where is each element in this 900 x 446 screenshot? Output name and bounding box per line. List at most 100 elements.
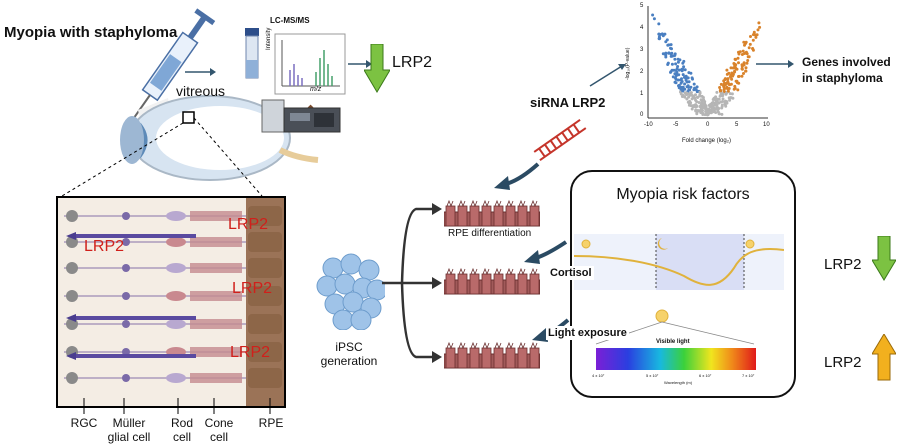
volcano-point: [749, 35, 752, 38]
volcano-ytick: 1: [640, 91, 644, 97]
volcano-plot: [647, 6, 768, 119]
rpe-cell: [481, 205, 492, 227]
volcano-point: [723, 77, 727, 81]
volcano-point: [687, 71, 691, 75]
volcano-point: [691, 77, 694, 81]
volcano-point: [730, 77, 734, 81]
volcano-point: [740, 74, 744, 78]
volcano-point: [744, 66, 748, 70]
volcano-point: [670, 68, 674, 72]
volcano-point: [684, 74, 688, 78]
volcano-point: [728, 92, 732, 96]
volcano-point: [711, 98, 715, 101]
retina-cell-row: [64, 368, 282, 388]
cell-label-rod: Rod cell: [170, 416, 193, 444]
rpe-cell: [469, 273, 480, 295]
cell-label-cone: Cone cell: [204, 416, 234, 444]
volcano-point: [683, 87, 687, 91]
volcano-point: [705, 110, 709, 114]
volcano-point: [699, 111, 703, 115]
volcano-point: [677, 84, 680, 88]
volcano-point: [669, 70, 672, 74]
volcano-point: [691, 104, 695, 108]
rpe-cell: [493, 205, 504, 227]
volcano-point: [715, 90, 719, 94]
ipsc-cell: [350, 309, 372, 330]
volcano-point: [719, 89, 723, 93]
lrp2-down-arrow-main: [364, 44, 390, 93]
volcano-ytick: 4: [640, 25, 644, 31]
volcano-point: [681, 73, 685, 77]
volcano-point: [711, 109, 715, 113]
volcano-point: [670, 62, 674, 66]
volcano-point: [736, 88, 740, 92]
volcano-point: [692, 95, 696, 99]
volcano-point: [657, 22, 661, 26]
rpe-cell: [529, 273, 540, 295]
rpe-cell: [481, 273, 492, 295]
volcano-point: [674, 62, 678, 66]
lrp2-down-arrow: [872, 236, 896, 281]
volcano-point: [673, 80, 677, 84]
spectrum-tick: 7 x 10⁷: [742, 373, 755, 378]
volcano-point: [688, 99, 692, 103]
volcano-point: [687, 103, 691, 107]
volcano-point: [733, 65, 737, 69]
volcano-point: [685, 80, 689, 84]
volcano-point: [729, 82, 733, 86]
retina-cell-row: [64, 286, 282, 306]
ipsc-cell: [332, 309, 354, 330]
volcano-point: [751, 33, 755, 37]
volcano-point: [715, 100, 719, 104]
volcano-point: [751, 38, 755, 42]
rpe-cell: [469, 205, 480, 227]
lrp2-label-retina: LRP2: [230, 344, 271, 361]
rpe-cell: [529, 205, 540, 227]
volcano-point: [720, 103, 724, 107]
ipsc-cell: [358, 259, 380, 281]
volcano-point: [708, 105, 712, 108]
cell-label-leaders: [83, 398, 271, 414]
light-exposure-label: Light exposure: [546, 326, 629, 340]
volcano-point: [727, 82, 731, 86]
eye-icon: [120, 95, 319, 181]
volcano-point: [722, 88, 726, 92]
volcano-point: [746, 59, 750, 62]
volcano-point: [687, 95, 691, 99]
volcano-point: [751, 47, 755, 51]
volcano-point: [723, 81, 727, 85]
volcano-point: [687, 88, 691, 92]
volcano-point: [679, 81, 683, 85]
volcano-point: [681, 67, 685, 71]
volcano-point: [683, 68, 687, 72]
rpe-cell: [493, 273, 504, 295]
lcms-label: LC-MS/MS: [270, 16, 310, 25]
rpe-cell: [469, 347, 480, 369]
volcano-point: [737, 50, 740, 54]
volcano-point: [698, 94, 702, 98]
sirna-icon: [533, 119, 587, 161]
lcms-illustration: [245, 28, 372, 133]
spectrum-tick: 6 x 10⁷: [699, 373, 712, 378]
volcano-point: [663, 32, 667, 36]
volcano-point: [686, 76, 690, 80]
volcano-point: [689, 91, 693, 95]
branch-arrows: [382, 203, 442, 363]
volcano-point: [695, 109, 699, 113]
volcano-point: [726, 89, 730, 93]
mass-spectrum-plot: [274, 33, 346, 95]
volcano-point: [720, 106, 724, 110]
volcano-point: [699, 108, 703, 112]
volcano-point: [747, 46, 751, 50]
vitreous-label: vitreous: [176, 83, 226, 99]
volcano-point: [702, 98, 706, 102]
volcano-point: [700, 100, 704, 104]
cell-label-muller: Müller glial cell: [107, 416, 151, 444]
volcano-point: [722, 79, 726, 83]
volcano-point: [695, 85, 699, 89]
volcano-point: [744, 69, 748, 73]
ipsc-cell: [316, 275, 338, 297]
spectrum-tick: 4 x 10⁷: [592, 373, 605, 378]
volcano-point: [677, 68, 681, 72]
ipsc-label: iPSC generation: [320, 340, 378, 368]
